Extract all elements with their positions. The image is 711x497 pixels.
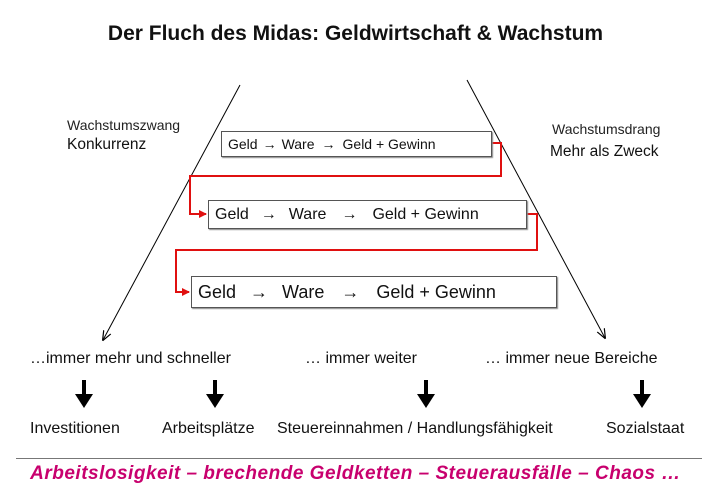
phrase-left: …immer mehr und schneller (30, 350, 231, 367)
left-label-small: Wachstumszwang (67, 117, 181, 133)
connector-1-to-2 (189, 142, 502, 218)
down-arrow-investitionen (75, 380, 93, 408)
outcome-investitionen: Investitionen (30, 420, 120, 437)
chain-ware: Ware (281, 136, 315, 152)
phrase-right: … immer neue Bereiche (485, 350, 658, 367)
phrase-middle: … immer weiter (305, 350, 418, 367)
footer-text: Arbeitslosigkeit – brechende Geldketten … (30, 463, 681, 484)
outcome-sozialstaat: Sozialstaat (606, 420, 685, 437)
right-arrow-icon: → (262, 136, 277, 152)
right-label-big: Mehr als Zweck (550, 143, 659, 160)
right-arrow-icon: → (250, 281, 269, 302)
right-arrow-icon: → (341, 281, 360, 302)
outcome-arbeitsplaetze: Arbeitsplätze (162, 420, 255, 437)
chain-geld: Geld (228, 136, 258, 152)
right-diagonal-arrow (466, 79, 605, 338)
right-arrow-icon: → (341, 205, 358, 223)
chain-geld: Geld (198, 281, 237, 302)
right-arrow-icon: → (321, 136, 336, 152)
chain-result: Geld + Gewinn (372, 205, 479, 223)
footer-divider (16, 458, 702, 459)
down-arrow-steuer (417, 380, 435, 408)
chain-ware: Ware (282, 281, 325, 302)
connector-2-to-3 (175, 213, 538, 296)
chain-geld: Geld (215, 205, 249, 223)
left-diagonal-arrow (103, 84, 241, 340)
diagram-title: Der Fluch des Midas: Geldwirtschaft & Wa… (107, 22, 604, 45)
chain-box-2: Geld → Ware → Geld + Gewinn (208, 200, 527, 229)
chain-box-1: Geld → Ware → Geld + Gewinn (221, 131, 492, 157)
left-label-big: Konkurrenz (67, 136, 147, 153)
chain-result: Geld + Gewinn (376, 281, 496, 302)
right-arrow-icon: → (260, 205, 277, 223)
down-arrow-arbeitsplaetze (206, 380, 224, 408)
down-arrow-sozialstaat (633, 380, 651, 408)
chain-result: Geld + Gewinn (342, 136, 436, 152)
chain-box-3: Geld → Ware → Geld + Gewinn (191, 276, 557, 308)
outcome-steuer: Steuereinnahmen / Handlungsfähigkeit (277, 420, 553, 437)
right-label-small: Wachstumsdrang (552, 121, 661, 137)
chain-ware: Ware (288, 205, 327, 223)
